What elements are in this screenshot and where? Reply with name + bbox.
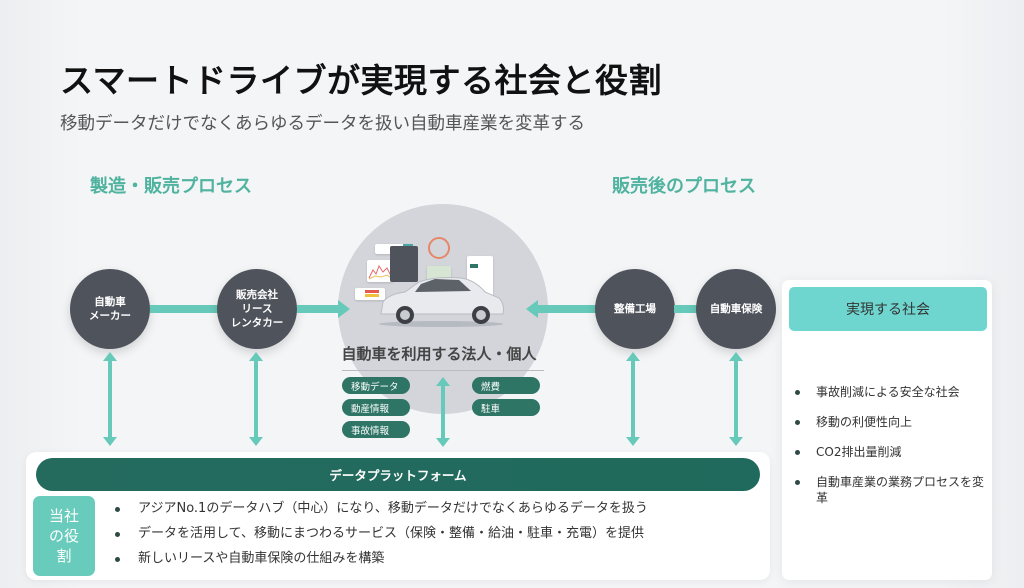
society-item: CO2排出量削減 bbox=[792, 444, 987, 460]
car-icon bbox=[379, 277, 504, 327]
double-arrow-user bbox=[436, 377, 450, 447]
society-header: 実現する社会 bbox=[789, 287, 987, 331]
society-title: 実現する社会 bbox=[846, 302, 930, 318]
role-item: データを活用して、移動にまつわるサービス（保険・整備・給油・駐車・充電）を提供 bbox=[110, 525, 648, 550]
node-insurance: 自動車保険 bbox=[696, 269, 776, 349]
user-label: 自動車を利用する法人・個人 bbox=[341, 345, 537, 363]
society-item: 自動車産業の業務プロセスを変革 bbox=[792, 474, 987, 506]
society-item: 事故削減による安全な社会 bbox=[792, 384, 987, 400]
node-automaker-line1: 自動車 bbox=[94, 295, 126, 308]
car-illustration bbox=[355, 232, 535, 332]
pill-movement-data: 移動データ bbox=[342, 377, 410, 394]
pill-parking: 駐車 bbox=[472, 399, 540, 416]
platform-label: データプラットフォーム bbox=[329, 468, 467, 483]
node-dealer-line2: リース bbox=[241, 302, 273, 315]
double-arrow-insurance bbox=[729, 352, 743, 446]
page-title: スマートドライブが実現する社会と役割 bbox=[60, 61, 663, 100]
role-item: アジアNo.1のデータハブ（中心）になり、移動データだけでなくあらゆるデータを扱… bbox=[110, 500, 648, 525]
role-badge-line1: 当社 bbox=[48, 506, 79, 525]
role-list: アジアNo.1のデータハブ（中心）になり、移動データだけでなくあらゆるデータを扱… bbox=[110, 500, 648, 575]
society-item: 移動の利便性向上 bbox=[792, 414, 987, 430]
section-label-aftersales: 販売後のプロセス bbox=[612, 176, 756, 197]
page-subtitle: 移動データだけでなくあらゆるデータを扱い自動車産業を変革する bbox=[60, 114, 585, 134]
pill-accident-info: 事故情報 bbox=[342, 421, 410, 438]
arrow-from-repair-shaft bbox=[537, 305, 597, 313]
double-arrow-repair bbox=[626, 352, 640, 446]
pill-fuel: 燃費 bbox=[472, 377, 540, 394]
section-label-manufacturing: 製造・販売プロセス bbox=[90, 176, 252, 197]
role-badge-line3: 割 bbox=[56, 547, 72, 566]
divider bbox=[342, 370, 544, 371]
menu-widget-icon bbox=[390, 246, 418, 282]
role-item: 新しいリースや自動車保険の仕組みを構築 bbox=[110, 550, 648, 575]
node-insurance-label: 自動車保険 bbox=[709, 302, 763, 315]
platform-banner: データプラットフォーム bbox=[36, 458, 760, 491]
node-repair-shop-label: 整備工場 bbox=[614, 302, 656, 315]
role-badge: 当社 の役 割 bbox=[33, 496, 95, 576]
node-repair-shop: 整備工場 bbox=[595, 269, 675, 349]
alert-widget-icon bbox=[355, 288, 385, 300]
node-dealer: 販売会社 リース レンタカー bbox=[217, 269, 297, 349]
connector-repair-insurance bbox=[674, 305, 698, 313]
node-dealer-line3: レンタカー bbox=[230, 317, 284, 330]
double-arrow-dealer bbox=[249, 352, 263, 446]
chart-widget-icon bbox=[367, 260, 393, 282]
node-automaker-line2: メーカー bbox=[89, 310, 131, 322]
connector-maker-dealer bbox=[150, 305, 218, 313]
arrow-left-icon bbox=[526, 300, 538, 318]
arrow-right-icon bbox=[338, 300, 350, 318]
arrow-to-user-shaft bbox=[297, 305, 339, 313]
double-arrow-maker bbox=[103, 352, 117, 446]
node-dealer-line1: 販売会社 bbox=[236, 288, 278, 301]
role-badge-line2: の役 bbox=[48, 526, 79, 545]
pill-asset-info: 動産情報 bbox=[342, 399, 410, 416]
society-list: 事故削減による安全な社会 移動の利便性向上 CO2排出量削減 自動車産業の業務プ… bbox=[792, 384, 987, 520]
node-automaker: 自動車 メーカー bbox=[70, 269, 150, 349]
gauge-widget-icon bbox=[428, 237, 450, 259]
